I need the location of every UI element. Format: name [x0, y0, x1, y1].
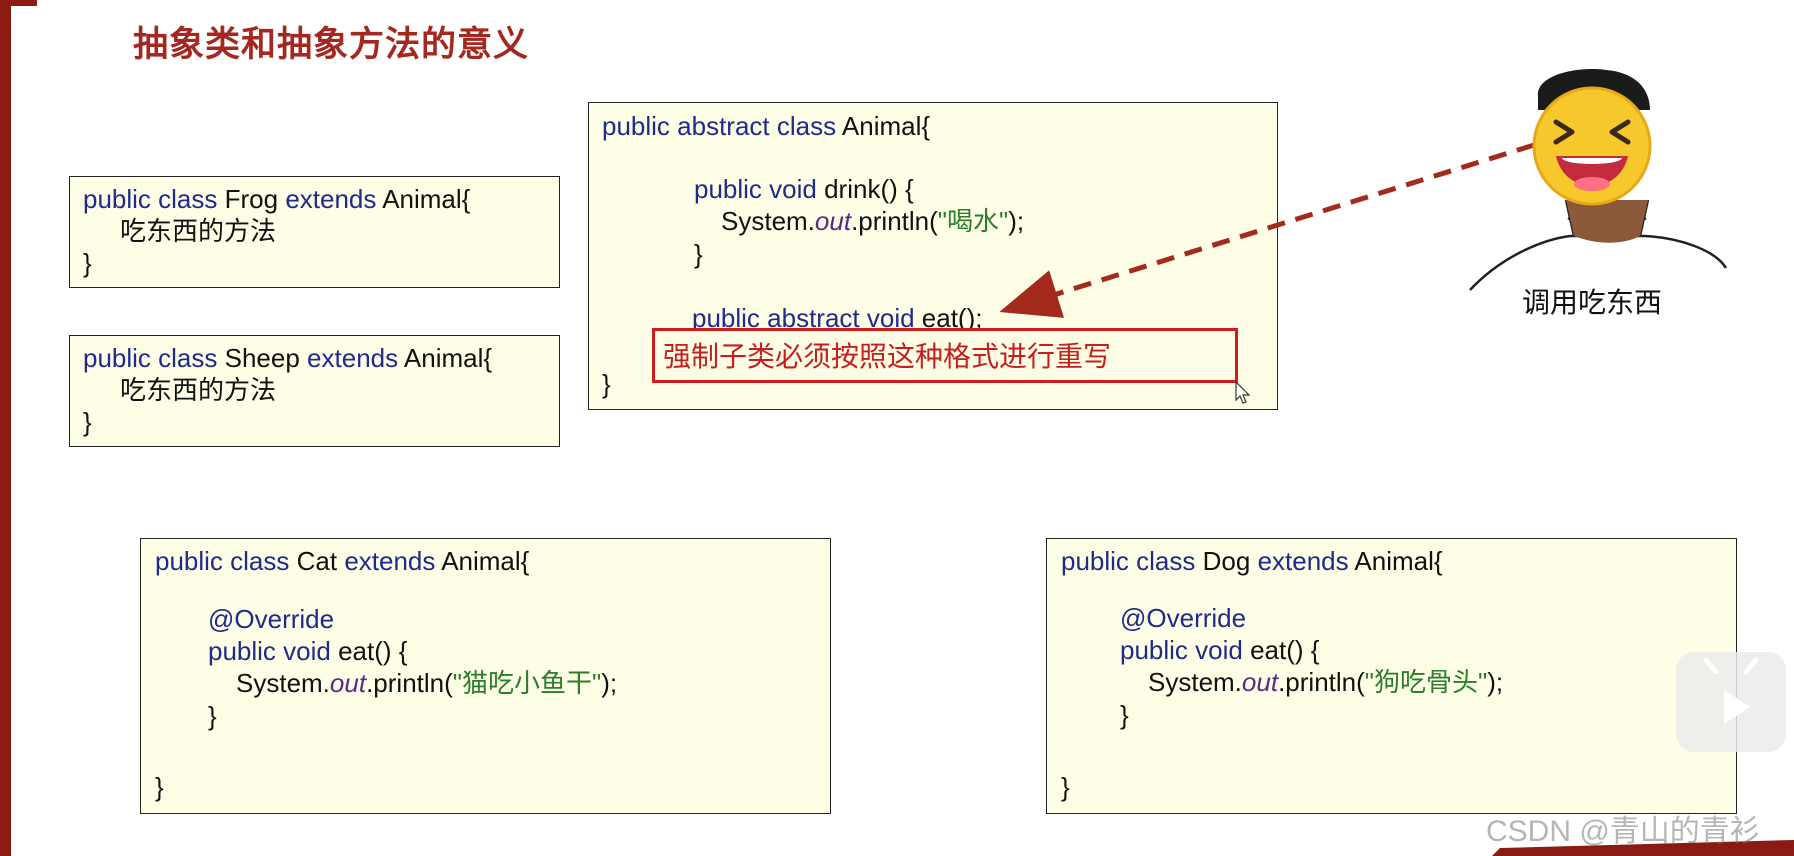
animal-line-4: }	[694, 239, 703, 269]
dog-method-line: public void eat() {	[1120, 635, 1320, 665]
cat-method-close: }	[208, 701, 217, 731]
sheep-line-1: public class Sheep extends Animal{	[83, 343, 493, 373]
sheep-line-3: }	[83, 407, 92, 437]
video-play-button[interactable]	[1676, 652, 1786, 752]
animal-line-3: System.out.println("喝水");	[721, 206, 1025, 236]
animal-line-1: public abstract class Animal{	[602, 111, 931, 141]
cat-method-line: public void eat() {	[208, 636, 408, 666]
call-arrow	[999, 142, 1535, 318]
cat-close: }	[155, 772, 164, 802]
cat-class-box	[140, 538, 831, 814]
mouse-cursor-icon	[1235, 380, 1251, 404]
animal-line-2: public void drink() {	[694, 174, 914, 204]
play-icon	[1703, 657, 1759, 724]
override-note-box	[652, 328, 1238, 383]
dog-print-line: System.out.println("狗吃骨头");	[1148, 667, 1504, 697]
sheep-line-2: 吃东西的方法	[120, 375, 277, 405]
animal-line-6: }	[602, 369, 611, 399]
dog-class-box	[1046, 538, 1737, 814]
dog-method-close: }	[1120, 700, 1129, 730]
laughing-emoji-icon	[1532, 86, 1652, 206]
bottom-slide-ribbon	[1492, 840, 1794, 856]
csdn-watermark: CSDN @青山的青衫	[1486, 815, 1760, 848]
override-note-text: 强制子类必须按照这种格式进行重写	[663, 341, 1112, 372]
frog-class-box	[69, 176, 560, 288]
slide-title: 抽象类和抽象方法的意义	[133, 25, 530, 64]
cat-line-1: public class Cat extends Animal{	[155, 546, 530, 576]
left-accent-bar	[0, 0, 11, 856]
cat-print-line: System.out.println("猫吃小鱼干");	[236, 668, 618, 698]
dog-close: }	[1061, 772, 1070, 802]
person-neck	[1566, 200, 1648, 243]
frog-line-1: public class Frog extends Animal{	[83, 184, 471, 214]
cat-annotation: @Override	[208, 604, 335, 634]
sheep-class-box	[69, 335, 560, 447]
top-accent-tab	[11, 0, 37, 6]
call-eat-caption: 调用吃东西	[1522, 287, 1663, 318]
dog-annotation: @Override	[1120, 603, 1247, 633]
dog-line-1: public class Dog extends Animal{	[1061, 546, 1443, 576]
frog-line-2: 吃东西的方法	[120, 216, 277, 246]
frog-line-3: }	[83, 248, 92, 278]
